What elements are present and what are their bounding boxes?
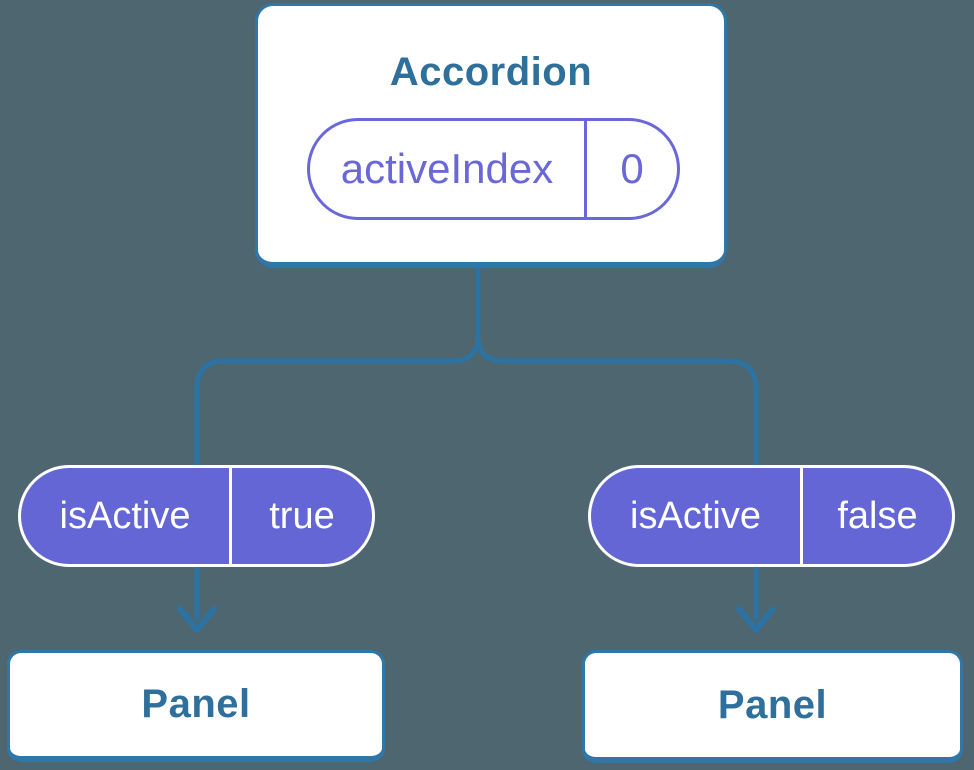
prop-value-label: false (837, 494, 918, 537)
state-pill-activeindex: activeIndex 0 (307, 118, 680, 220)
prop-name-label: isActive (21, 468, 232, 564)
prop-value-label: true (269, 494, 335, 537)
prop-name-label: isActive (591, 468, 803, 564)
accordion-node-card: Accordion activeIndex 0 (255, 3, 727, 268)
prop-pill-isactive-false: isActive false (588, 465, 955, 567)
panel-node-card: Panel (7, 650, 385, 762)
arrow-down-icon (736, 606, 776, 633)
arrow-down-icon (177, 606, 217, 633)
state-value-label: 0 (620, 145, 644, 192)
prop-pill-isactive-true: isActive true (18, 465, 375, 567)
panel-node-card: Panel (582, 650, 963, 763)
state-name-label: activeIndex (310, 121, 587, 217)
accordion-node-title: Accordion (389, 50, 593, 94)
